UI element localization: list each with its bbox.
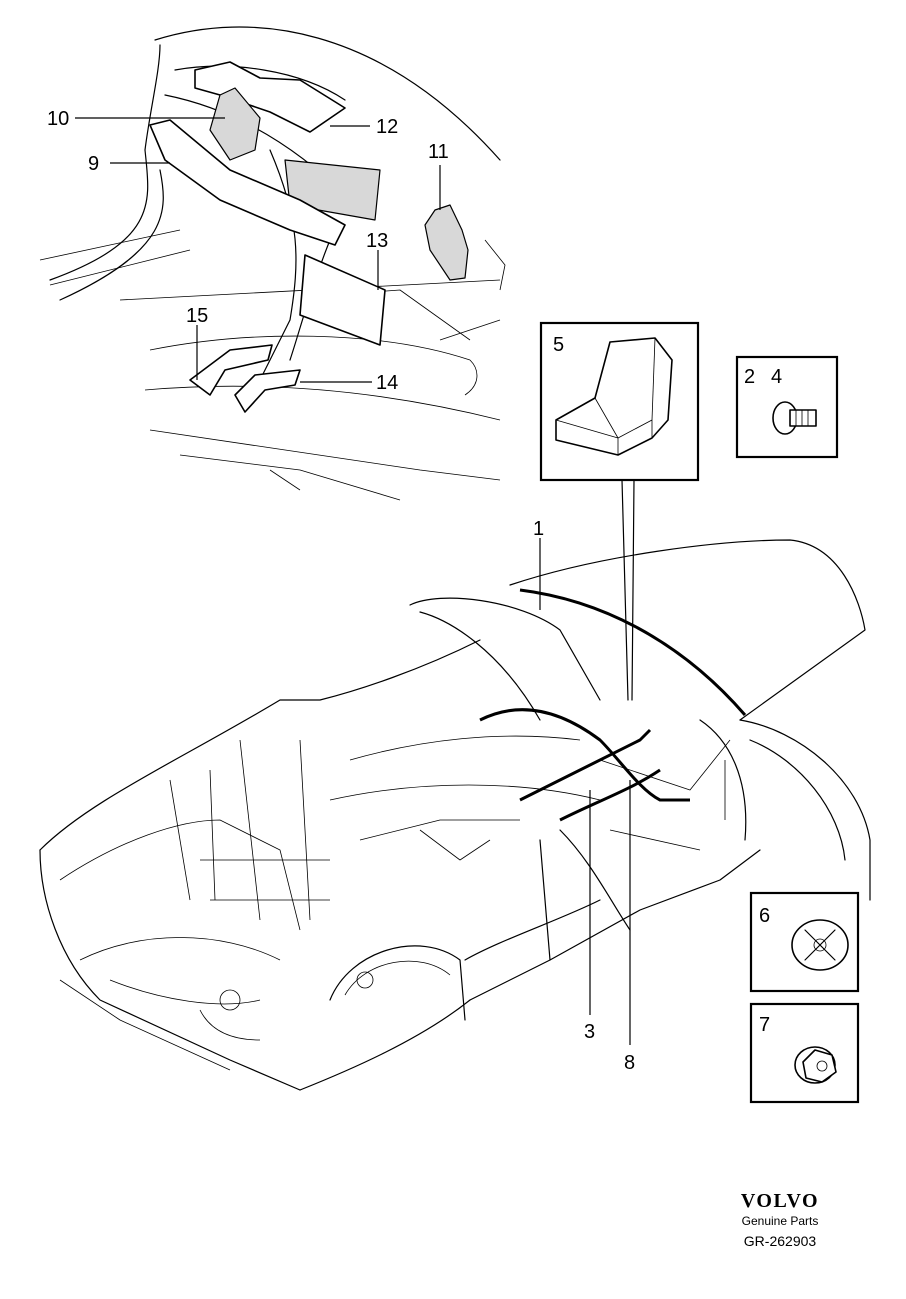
callout-9: 9 [88,153,99,175]
callout-12: 12 [376,116,398,138]
callout-4: 4 [771,366,782,388]
inset-box-6 [749,891,860,993]
callout-1: 1 [533,518,544,540]
callouts: 1 2 3 4 5 6 7 8 9 10 11 12 13 14 15 [47,108,782,1074]
callout-7: 7 [759,1014,770,1036]
callout-11: 11 [428,141,449,163]
car-body [39,479,871,1091]
callout-14: 14 [376,372,398,394]
callout-10: 10 [47,108,69,130]
inset-box-2-4 [735,355,839,459]
callout-2: 2 [744,366,755,388]
callout-13: 13 [366,230,388,252]
leader-lines [75,117,631,1045]
callout-8: 8 [624,1052,635,1074]
callout-6: 6 [759,905,770,927]
inset-box-7 [749,1002,860,1104]
genuine-parts-label: Genuine Parts [741,1214,819,1228]
callout-5: 5 [553,334,564,356]
volvo-logo: VOLVO [740,1190,820,1212]
interior-view [39,26,506,501]
inset-box-5 [539,321,700,482]
diagram-code: GR-262903 [743,1233,817,1249]
callout-3: 3 [584,1021,595,1043]
callout-15: 15 [186,305,208,327]
